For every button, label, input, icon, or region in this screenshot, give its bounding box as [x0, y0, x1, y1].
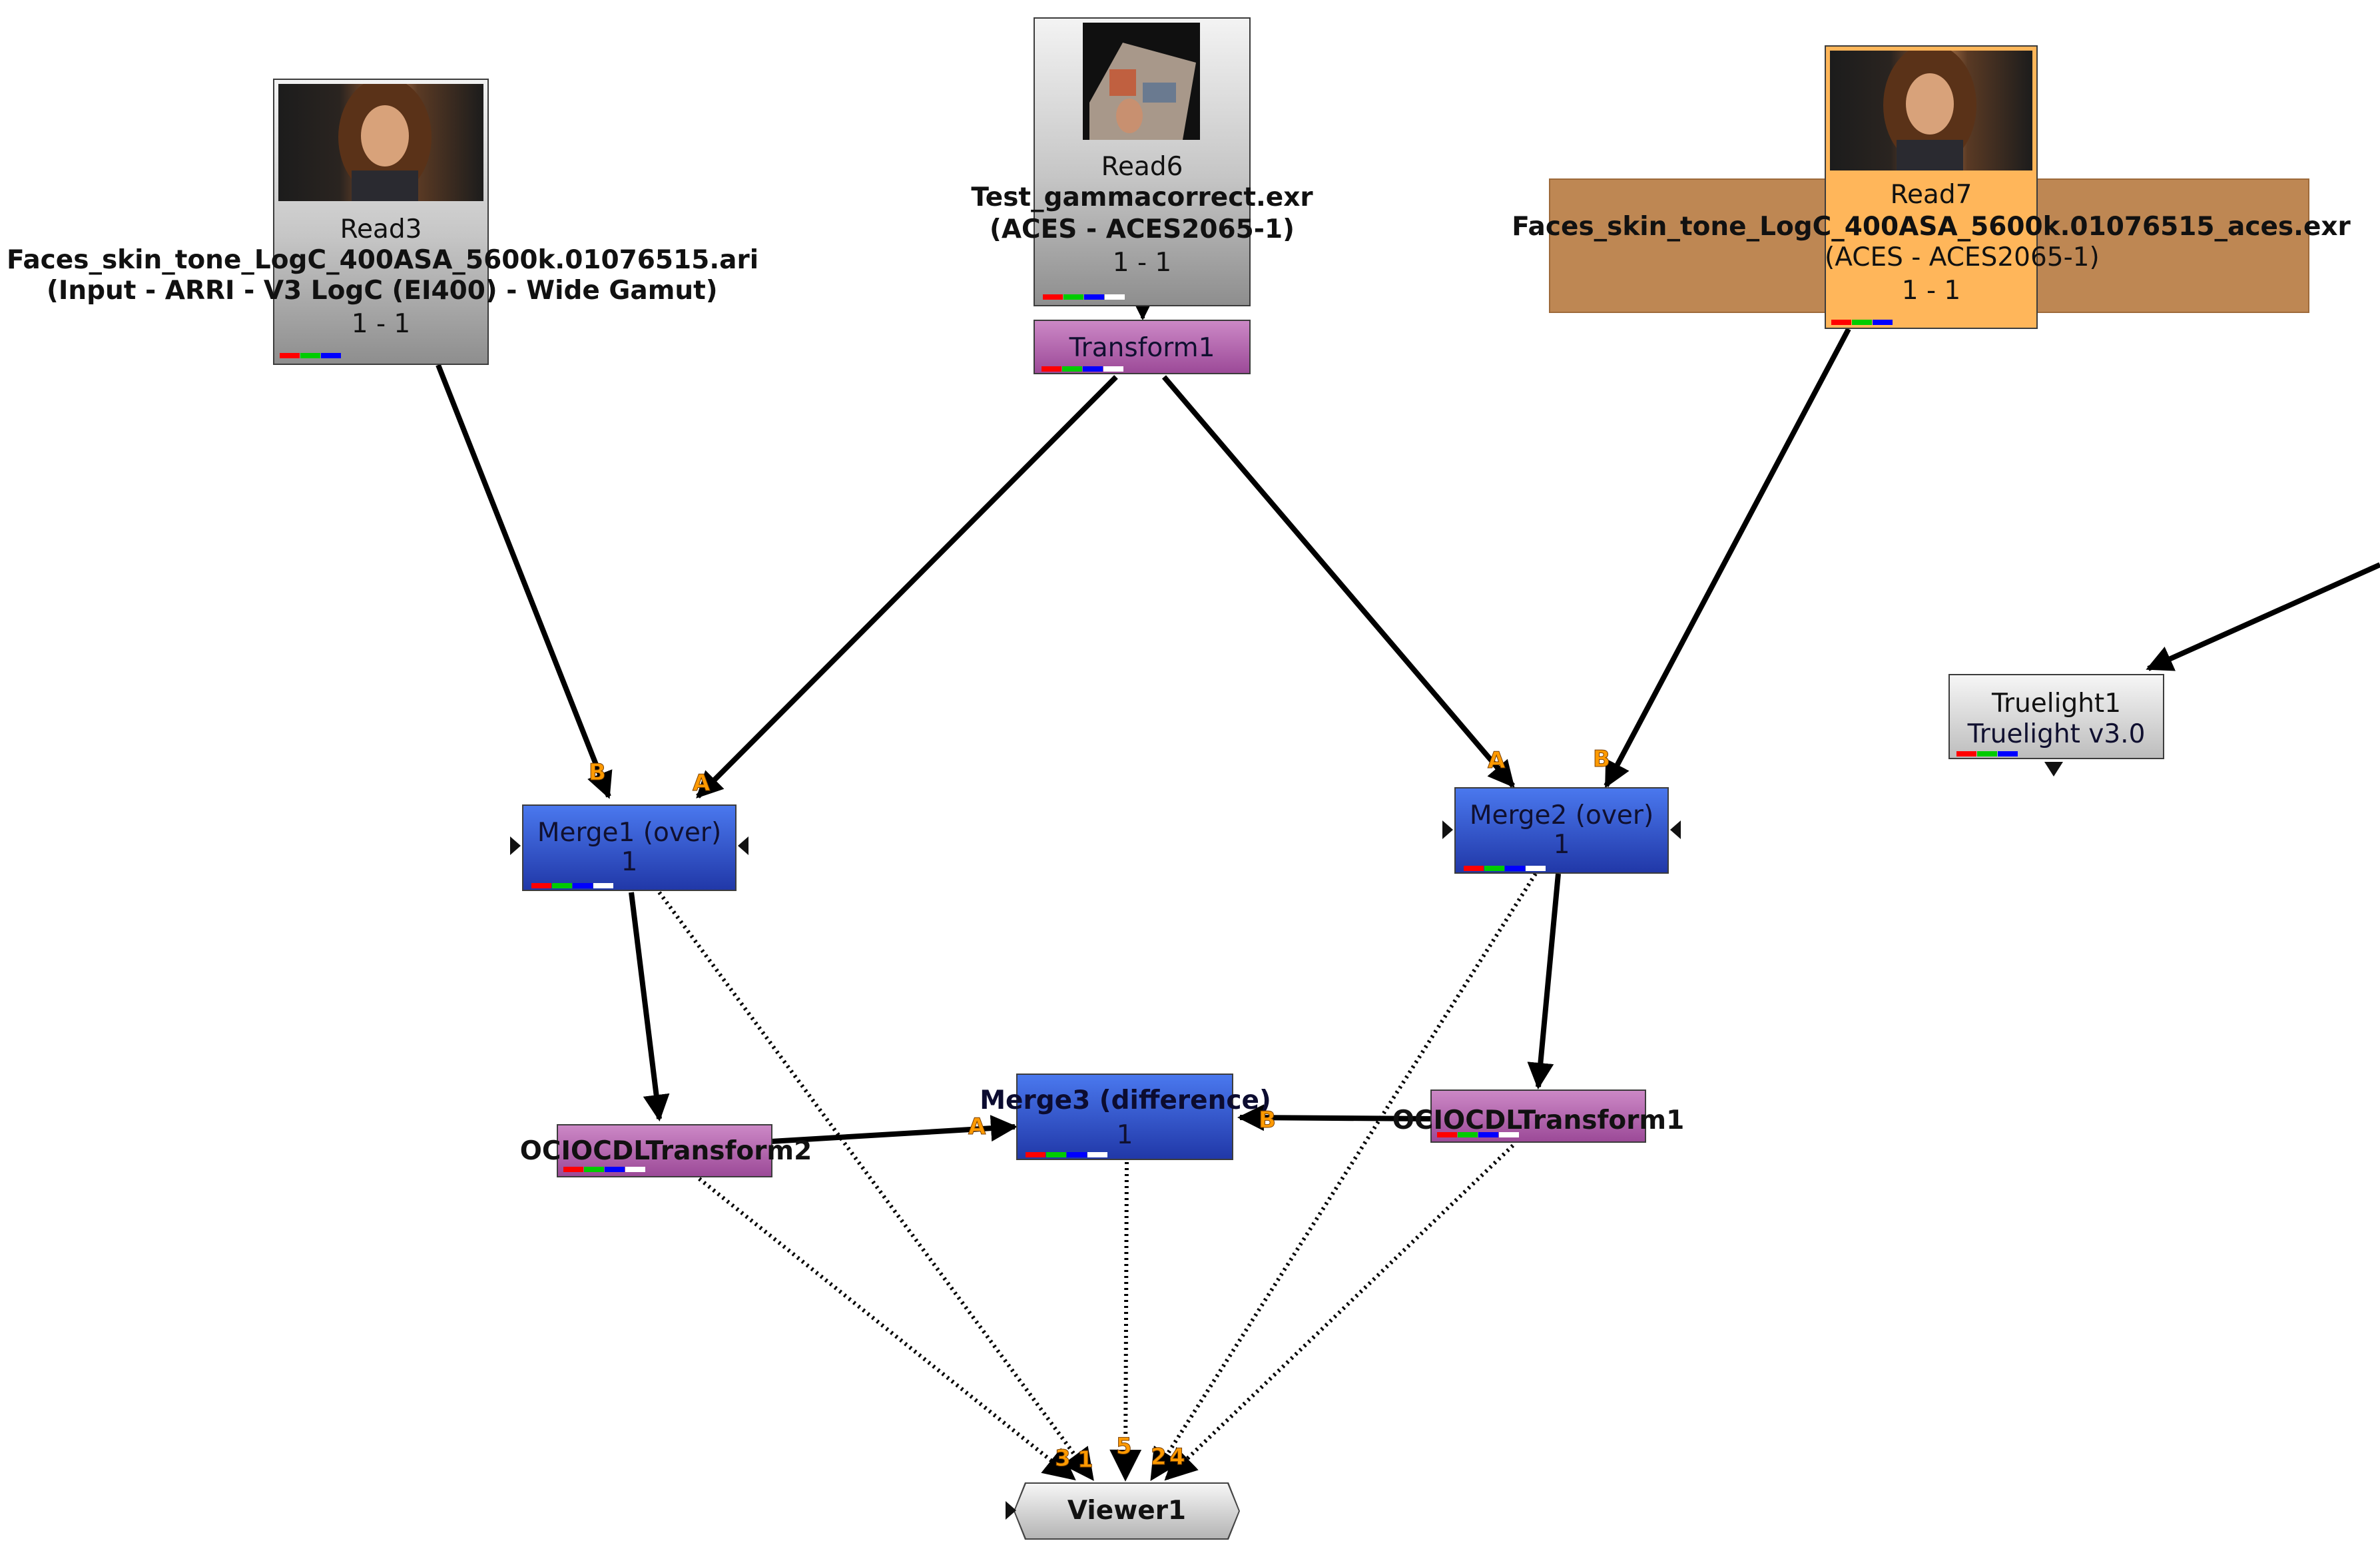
merge2-label: Merge2 (over)	[1469, 800, 1654, 830]
merge1-mask-input-left[interactable]	[510, 836, 521, 855]
ociocdl1-channel-indicator	[1437, 1132, 1552, 1137]
transform1-node[interactable]: Transform1	[1034, 320, 1251, 374]
ociocdl1-label: OCIOCDLTransform1	[1392, 1105, 1685, 1135]
read3-node[interactable]	[273, 79, 489, 365]
read3-channel-indicator	[280, 353, 394, 358]
read3-colorspace: (Input - ARRI - V3 LogC (EI400) - Wide G…	[47, 276, 718, 306]
viewer1-port-4[interactable]: 4	[1169, 1444, 1186, 1471]
read6-colorspace: (ACES - ACES2065-1)	[990, 214, 1295, 244]
pipe-merge3-viewer[interactable]	[1109, 1161, 1142, 1482]
read6-thumbnail	[1083, 23, 1200, 140]
merge2-frame: 1	[1553, 830, 1570, 860]
read3-file: Faces_skin_tone_LogC_400ASA_5600k.010765…	[7, 245, 759, 275]
viewer1-port-2[interactable]: 2	[1151, 1444, 1167, 1471]
merge2-port-a[interactable]: A	[1487, 747, 1506, 775]
portrait-image	[338, 84, 432, 201]
pipe-transform1-merge2[interactable]	[1161, 375, 1516, 788]
merge3-node[interactable]	[1016, 1074, 1233, 1160]
transform1-channel-indicator	[1041, 366, 1156, 372]
merge2-node[interactable]: Merge2 (over) 1	[1454, 787, 1669, 874]
merge3-frame: 1	[1116, 1120, 1133, 1150]
read7-thumbnail	[1830, 51, 2032, 170]
merge2-port-b[interactable]: B	[1593, 746, 1611, 773]
read3-label: Read3	[340, 214, 422, 244]
read7-label: Read7	[1890, 180, 1972, 210]
merge2-channel-indicator	[1464, 866, 1578, 871]
merge3-label: Merge3 (difference)	[980, 1086, 1271, 1115]
truelight1-channel-indicator	[1956, 751, 2071, 757]
pipe-ociocdl1-merge3[interactable]	[1237, 1104, 1432, 1131]
merge2-mask-input-left[interactable]	[1442, 820, 1453, 839]
pipe-merge1-ociocdl2[interactable]	[629, 892, 670, 1121]
merge1-port-b[interactable]: B	[589, 759, 607, 786]
pipe-merge1-viewer[interactable]	[657, 891, 1094, 1481]
truelight1-output-arrow[interactable]	[2044, 762, 2063, 777]
merge2-mask-input-right[interactable]	[1670, 820, 1681, 839]
read6-file: Test_gammacorrect.exr	[971, 182, 1313, 212]
truelight1-node[interactable]: Truelight1 Truelight v3.0	[1948, 674, 2164, 759]
pipe-ociocdl2-viewer[interactable]	[698, 1177, 1076, 1481]
read6-range: 1 - 1	[1112, 248, 1172, 278]
pipe-ociocdl2-merge3[interactable]	[770, 1115, 1018, 1144]
read3-thumbnail	[278, 84, 483, 201]
merge3-channel-indicator	[1026, 1152, 1140, 1157]
ociocdl2-label: OCIOCDLTransform2	[519, 1136, 812, 1166]
transform1-label: Transform1	[1069, 333, 1215, 363]
merge1-frame: 1	[621, 847, 638, 877]
read7-node[interactable]	[1825, 45, 2038, 329]
merge3-port-b[interactable]: B	[1259, 1107, 1277, 1134]
viewer1-node[interactable]: Viewer1	[1015, 1484, 1239, 1538]
read7-colorspace: (ACES - ACES2065-1)	[1825, 242, 2100, 272]
pipe-read7-merge2[interactable]	[1604, 328, 1851, 788]
pipe-merge2-ociocdl1[interactable]	[1527, 873, 1561, 1089]
read7-file: Faces_skin_tone_LogC_400ASA_5600k.010765…	[1512, 212, 2351, 242]
read6-label: Read6	[1101, 152, 1183, 182]
ociocdl2-channel-indicator	[563, 1167, 678, 1172]
viewer1-input-arrow[interactable]	[1006, 1501, 1016, 1520]
portrait-image	[1883, 51, 1976, 170]
read6-node[interactable]	[1034, 17, 1251, 306]
read7-range: 1 - 1	[1901, 276, 1961, 306]
pipe-truelight-input[interactable]	[2146, 562, 2380, 671]
read3-range: 1 - 1	[351, 309, 411, 339]
pipe-ociocdl1-viewer[interactable]	[1164, 1143, 1515, 1481]
pipe-merge2-viewer[interactable]	[1150, 872, 1538, 1482]
merge1-port-a[interactable]: A	[692, 770, 711, 797]
viewer1-port-3[interactable]: 3	[1055, 1445, 1071, 1472]
viewer1-port-5[interactable]: 5	[1116, 1433, 1133, 1460]
truelight1-label: Truelight1	[1991, 689, 2122, 719]
test-image	[1089, 43, 1196, 140]
merge1-node[interactable]: Merge1 (over) 1	[522, 804, 737, 891]
merge1-label: Merge1 (over)	[537, 818, 722, 848]
viewer1-label: Viewer1	[1067, 1496, 1187, 1526]
merge3-port-a[interactable]: A	[968, 1113, 986, 1141]
read6-channel-indicator	[1043, 294, 1157, 300]
pipe-read3-merge1[interactable]	[436, 364, 613, 799]
merge1-channel-indicator	[531, 883, 646, 888]
merge1-mask-input-right[interactable]	[738, 836, 748, 855]
viewer1-port-1[interactable]: 1	[1077, 1446, 1094, 1474]
read7-channel-indicator	[1831, 320, 1946, 325]
truelight1-subtitle: Truelight v3.0	[1967, 719, 2146, 749]
pipe-transform1-merge1[interactable]	[696, 375, 1118, 798]
